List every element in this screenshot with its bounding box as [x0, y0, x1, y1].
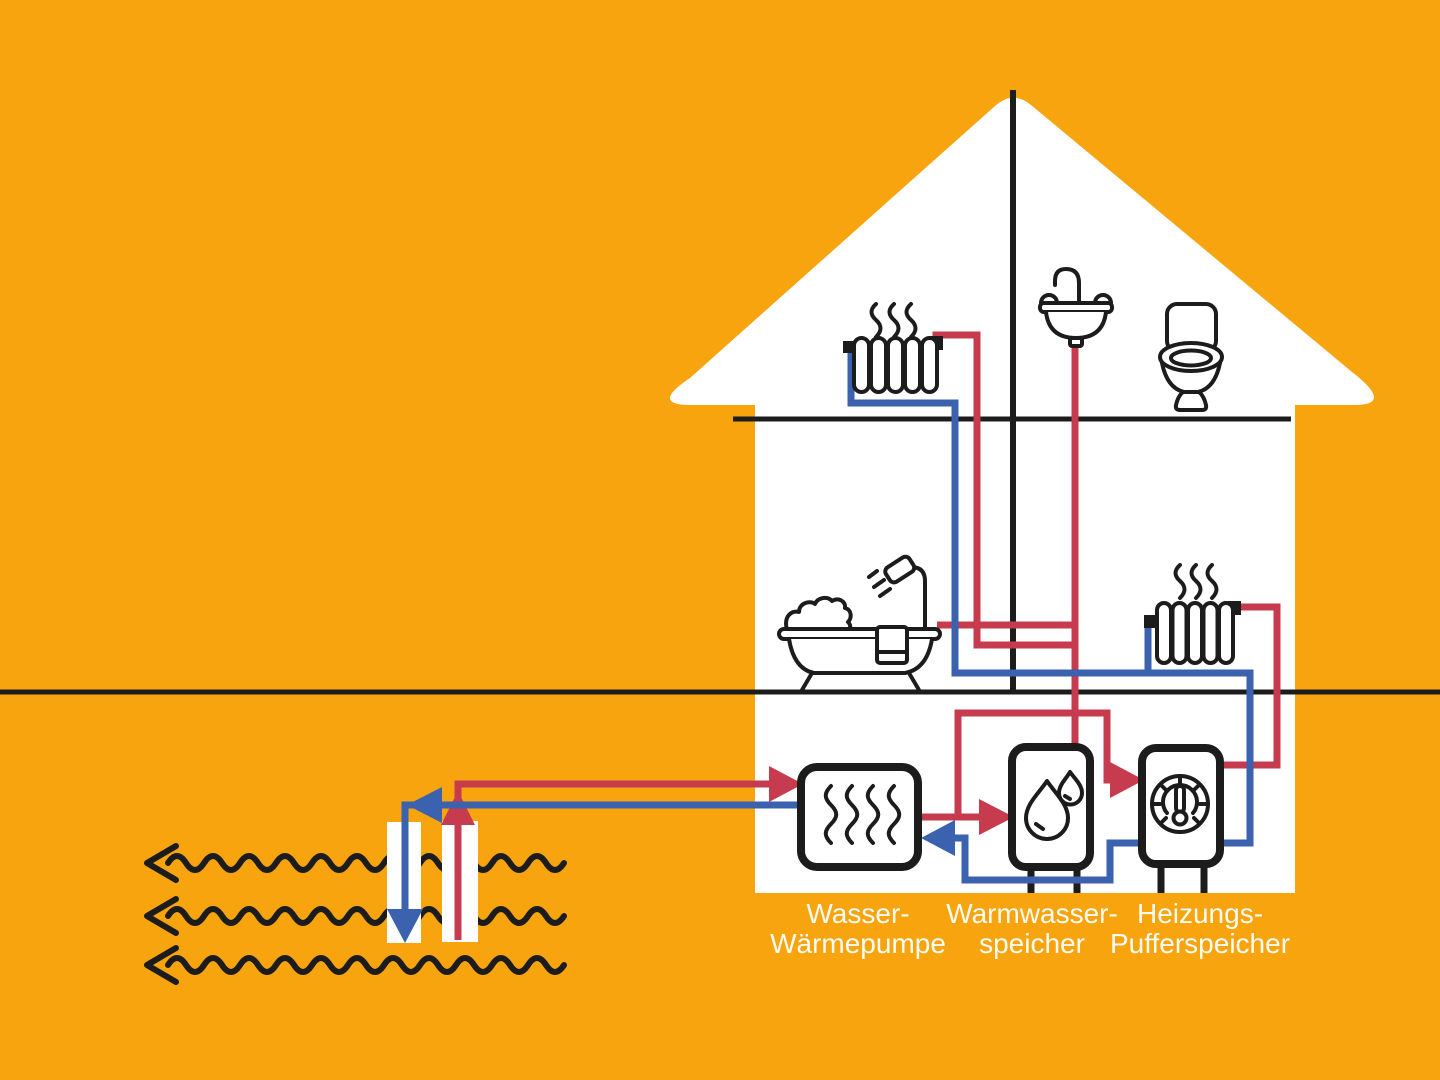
flow-direction-arrow-into-heat-pump: [921, 820, 955, 856]
radiator-nub: [843, 341, 854, 353]
flow-direction-arrow-into-heat-pump: [769, 766, 803, 802]
heat-pump-label-line2: Wärmepumpe: [770, 928, 946, 959]
radiator-nub: [1144, 615, 1157, 628]
buffer-tank-label-line1: Heizungs-: [1137, 898, 1263, 929]
water-drops-icon: [1024, 770, 1084, 841]
toilet-icon: [1158, 302, 1224, 412]
groundwater-waves: [144, 843, 567, 985]
groundwater-wave: [165, 955, 567, 975]
groundwater-flow-arrow-icon: [144, 896, 179, 936]
sink-drain: [1068, 336, 1084, 348]
bathtub-shower-icon: [777, 554, 942, 692]
bathtub-rim: [777, 627, 942, 641]
faucet: [1053, 267, 1081, 305]
flow-direction-arrow-into-hot-water-tank: [979, 799, 1014, 835]
flow-direction-arrow-down: [387, 909, 423, 943]
hot-water-tank-label-line2: speicher: [979, 928, 1085, 959]
thermostat-dial-icon: [1150, 774, 1210, 834]
flow-direction-arrow-left: [407, 787, 442, 823]
radiator-icon: [852, 336, 939, 394]
house-roof: [669, 97, 1374, 406]
buffer-tank-label-line2: Pufferspeicher: [1110, 928, 1290, 959]
groundwater-flow-arrow-icon: [144, 945, 179, 985]
flow-direction-arrow-into-buffer-tank: [1110, 762, 1144, 798]
sink-rim: [1038, 301, 1114, 314]
groundwater-wave: [165, 906, 567, 926]
bathtub-body: [787, 637, 934, 675]
hot-water-tank: [1008, 743, 1094, 871]
radiator-icon: [1155, 601, 1235, 665]
labels: Wasser- Wärmepumpe Warmwasser- speicher …: [770, 898, 1290, 959]
sink-icon: [1038, 267, 1114, 348]
cold-water-pipes: [387, 350, 1254, 943]
towel: [875, 625, 909, 665]
attic-radiator: [843, 302, 943, 394]
heat-pump-label-line1: Wasser-: [806, 898, 909, 929]
heat-pump-unit: [797, 763, 922, 871]
heat-pump-evaporator-icon: [823, 784, 902, 845]
groundwater-flow-arrow-icon: [144, 843, 179, 883]
thermometer-bulb: [1171, 809, 1189, 827]
heat-waves-icon: [869, 302, 918, 339]
bathtub-leg: [800, 671, 814, 692]
heat-waves-icon: [1173, 563, 1219, 600]
hot-water-tank-label-line1: Warmwasser-: [946, 898, 1118, 929]
toilet-seat-inner: [1169, 348, 1213, 368]
shower-head: [883, 554, 917, 585]
living-room-radiator: [1144, 563, 1241, 665]
bathtub-leg: [907, 671, 921, 692]
buffer-tank: [1138, 744, 1224, 868]
groundwater-wave: [165, 853, 567, 873]
bath-foam: [784, 595, 853, 632]
shower-spray: [867, 569, 892, 598]
toilet-pedestal: [1173, 390, 1209, 412]
thermometer: [1174, 784, 1186, 814]
sink-bowl: [1044, 310, 1108, 340]
